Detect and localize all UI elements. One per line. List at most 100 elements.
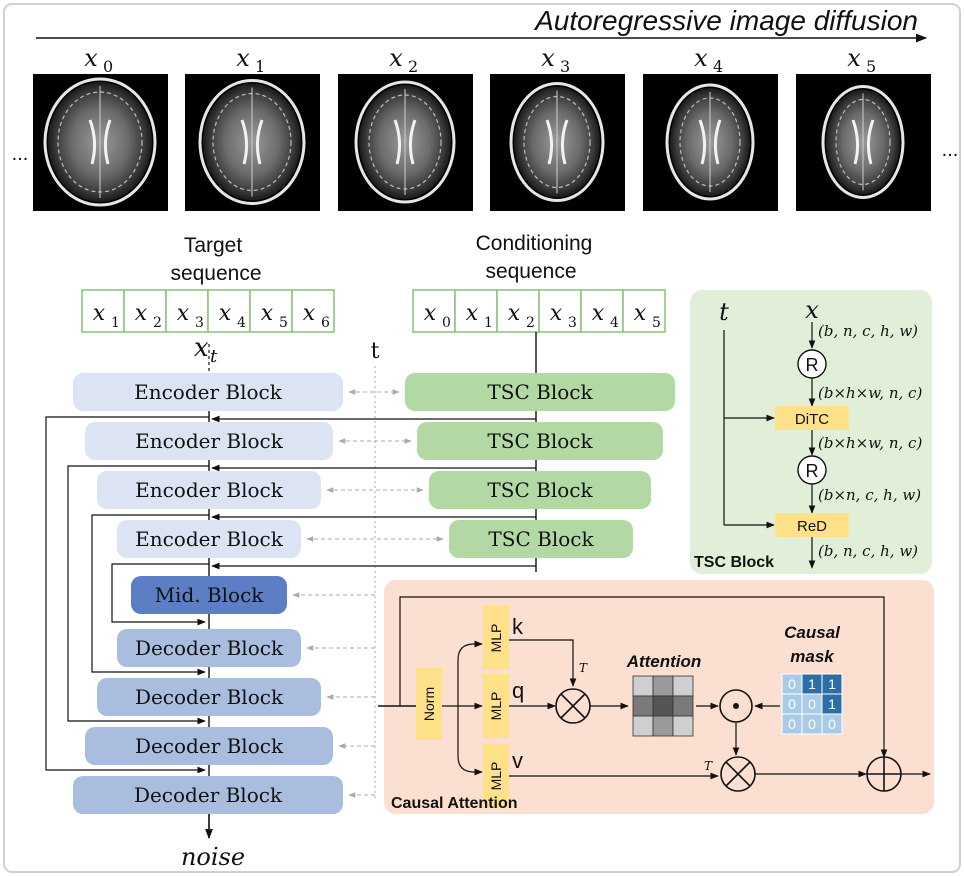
target-seq-cell [249,289,293,333]
cond-seq-cell [412,289,456,333]
target-seq-cell-subscript: 1 [111,315,120,331]
target-seq-cell [291,289,335,333]
skip-connection-2 [67,465,209,725]
ditc-label: DiTC [795,411,829,428]
shape-label-5: (b, n, c, h, w) [818,542,918,560]
mask-cell-value: 0 [788,696,796,712]
cond-seq-cell-subscript: 0 [442,315,451,331]
attention-cell [632,695,654,717]
target-seq-cell-label: x [261,301,274,326]
mid-block: Mid. Block [131,576,287,614]
mask-cell [821,713,843,735]
norm-box [416,668,442,740]
target-seq-cell-label: x [177,301,190,326]
target-sequence-label-1: Target [184,234,243,257]
tsc-block-2-label: TSC Block [487,429,593,453]
reshape-symbol-2: R [806,461,819,481]
mask-cell-value: 0 [788,716,796,732]
target-sequence-label-2: sequence [170,262,261,285]
target-seq-cell-subscript: 2 [153,315,162,331]
ditc-box [775,406,849,430]
encoder-block-4: Encoder Block [117,520,301,558]
tsc-block-4-label: TSC Block [488,527,594,551]
attention-cell [672,675,694,697]
mask-cell-value: 0 [808,716,816,732]
cond-seq-cell-subscript: 5 [652,315,661,331]
target-seq-cell-subscript: 6 [321,315,330,331]
attention-cell [632,715,654,737]
encoder-block-1-label: Encoder Block [134,380,283,404]
mask-cell-value: 0 [808,696,816,712]
encoder-block-4-label: Encoder Block [135,527,284,551]
cond-seq-cell-label: x [634,301,647,326]
frame-subscript-4: 4 [713,57,723,76]
frame-label-4: x [694,44,708,72]
xt-subscript: t [210,346,218,367]
tsc-block-2: TSC Block [417,422,663,460]
target-seq-cell [207,289,251,333]
frame-subscript-0: 0 [103,57,113,76]
encoder-block-3: Encoder Block [97,471,321,509]
cond-seq-cell [496,289,540,333]
attention-label: Attention [626,652,702,671]
v-label: v [512,748,523,773]
tsc-t-label: t [719,298,729,326]
norm-to-k [457,640,483,706]
shape-label-1: (b, n, c, h, w) [818,322,918,340]
tsc-panel-title: TSC Block [694,554,774,571]
cond-seq-cell [454,289,498,333]
tsc-x-label: x [805,296,819,324]
add-icon [866,756,902,792]
decoder-block-2-label: Decoder Block [135,685,284,709]
decoder-block-1-label: Decoder Block [135,636,284,660]
k-transpose-label: T [579,661,588,675]
attention-cell [672,695,694,717]
target-seq-cell-label: x [93,301,106,326]
target-seq-cell-subscript: 4 [237,315,246,331]
mlp-v-label: MLP [488,762,504,791]
decoder-block-3: Decoder Block [85,727,333,765]
decoder-block-2: Decoder Block [97,678,321,716]
tsc-block-1: TSC Block [405,373,675,411]
shape-label-2: (b×h×w, n, c) [818,384,922,402]
attention-cell [652,695,674,717]
encoder-block-2: Encoder Block [85,422,333,460]
noise-label: noise [181,843,245,871]
norm-to-v [457,706,483,776]
decoder-block-3-label: Decoder Block [135,734,284,758]
shape-label-3: (b×h×w, n, c) [818,434,922,452]
cond-seq-cell-label: x [508,301,521,326]
skip-connections [45,389,536,798]
target-seq-cell [165,289,209,333]
tsc-detail-panel: t x R DiTC R ReD (b, n, c, h, w) (b×h×w,… [690,290,932,574]
header-title: Autoregressive image diffusion [533,5,918,36]
cond-seq-cell-label: x [592,301,605,326]
skip-connection-1 [45,416,209,774]
causal-attention-panel: Norm MLP MLP MLP k q v T Attention [378,580,934,814]
cond-seq-cell-subscript: 2 [526,315,535,331]
cond-seq-cell-label: x [466,301,479,326]
mlp-k-box [483,606,509,670]
tsc-block-3: TSC Block [429,471,651,509]
mask-cell-value: 1 [808,676,816,692]
tsc-block-1-label: TSC Block [487,380,593,404]
mask-label-1: Causal [784,623,841,642]
mask-cell-value: 1 [828,696,836,712]
residual-path [399,596,888,758]
red-label: ReD [797,518,827,535]
tsc-block-4: TSC Block [449,520,633,558]
frame-label-1: x [236,44,250,72]
cond-seq-cell-subscript: 4 [610,315,619,331]
tsc-block-3-label: TSC Block [487,478,593,502]
cond-seq-cell [622,289,666,333]
decoder-block-4-label: Decoder Block [134,783,283,807]
cond-seq-cell-subscript: 1 [484,315,493,331]
skip-connection-4 [111,563,209,626]
